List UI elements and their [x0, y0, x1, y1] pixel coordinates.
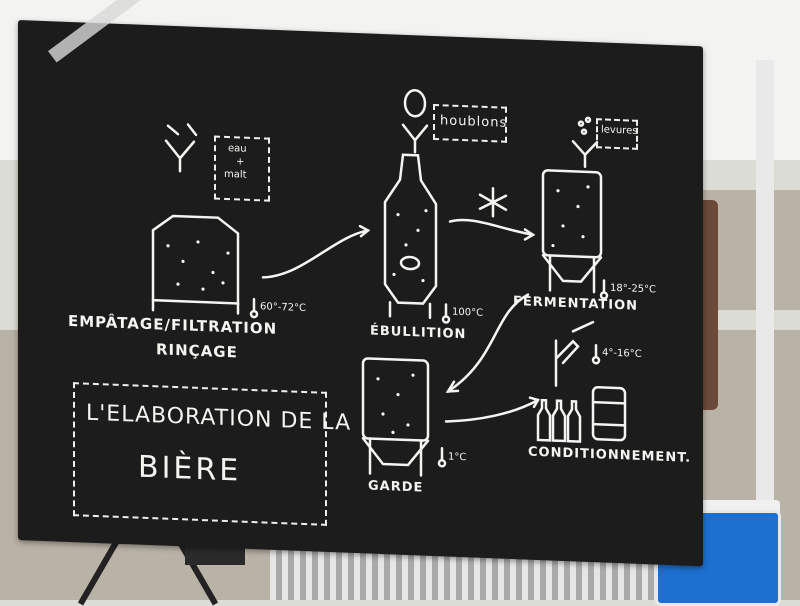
bottling-hand-icon: [554, 320, 595, 387]
arrow-boil-to-ferment: [448, 218, 535, 237]
packaging-temp: 4°-16°C: [602, 347, 642, 360]
boil-kettle-icon: [383, 153, 438, 320]
water-malt-funnel-icon: [164, 123, 198, 173]
title-line-2: BIÈRE: [138, 449, 242, 489]
mashing-temp: 60°-72°C: [260, 301, 307, 315]
thermometer-icon: [437, 447, 447, 468]
chalkboard: eau + malt houblons levures EMPÂTAGE/FIL…: [18, 0, 703, 567]
thermometer-icon: [441, 303, 451, 324]
plus-label: +: [236, 156, 245, 168]
mash-tun-icon: [151, 214, 240, 315]
keg-icon: [591, 386, 627, 442]
bottles-icon: [536, 398, 582, 443]
thermometer-icon: [591, 343, 601, 365]
arrow-ferment-to-garde: [446, 293, 530, 393]
boiling-temp: 100°C: [452, 306, 484, 319]
thermometer-icon: [599, 279, 609, 300]
sparging-label: RINÇAGE: [156, 340, 238, 362]
arrow-garde-to-conditioning: [444, 398, 540, 423]
arrow-mash-to-boil: [261, 229, 370, 279]
malt-label: malt: [224, 168, 247, 181]
aging-temp: 1°C: [448, 451, 467, 464]
chalk-drawings: [151, 88, 627, 477]
tent-pole: [756, 60, 774, 600]
hop-funnel-icon: [401, 88, 429, 154]
thermometer-icon: [249, 297, 259, 319]
snowflake-icon: [478, 186, 508, 218]
fermentation-temp: 18°-25°C: [610, 282, 657, 296]
yeast-funnel-icon: [571, 116, 599, 169]
water-label: eau: [228, 143, 247, 155]
hops-label: houblons: [440, 113, 508, 131]
yeast-label: levures: [601, 124, 638, 137]
bubble-dots: [166, 185, 590, 435]
conditioning-tank-icon: [361, 357, 430, 477]
aging-label: GARDE: [368, 478, 424, 496]
fermenter-icon: [541, 169, 603, 294]
